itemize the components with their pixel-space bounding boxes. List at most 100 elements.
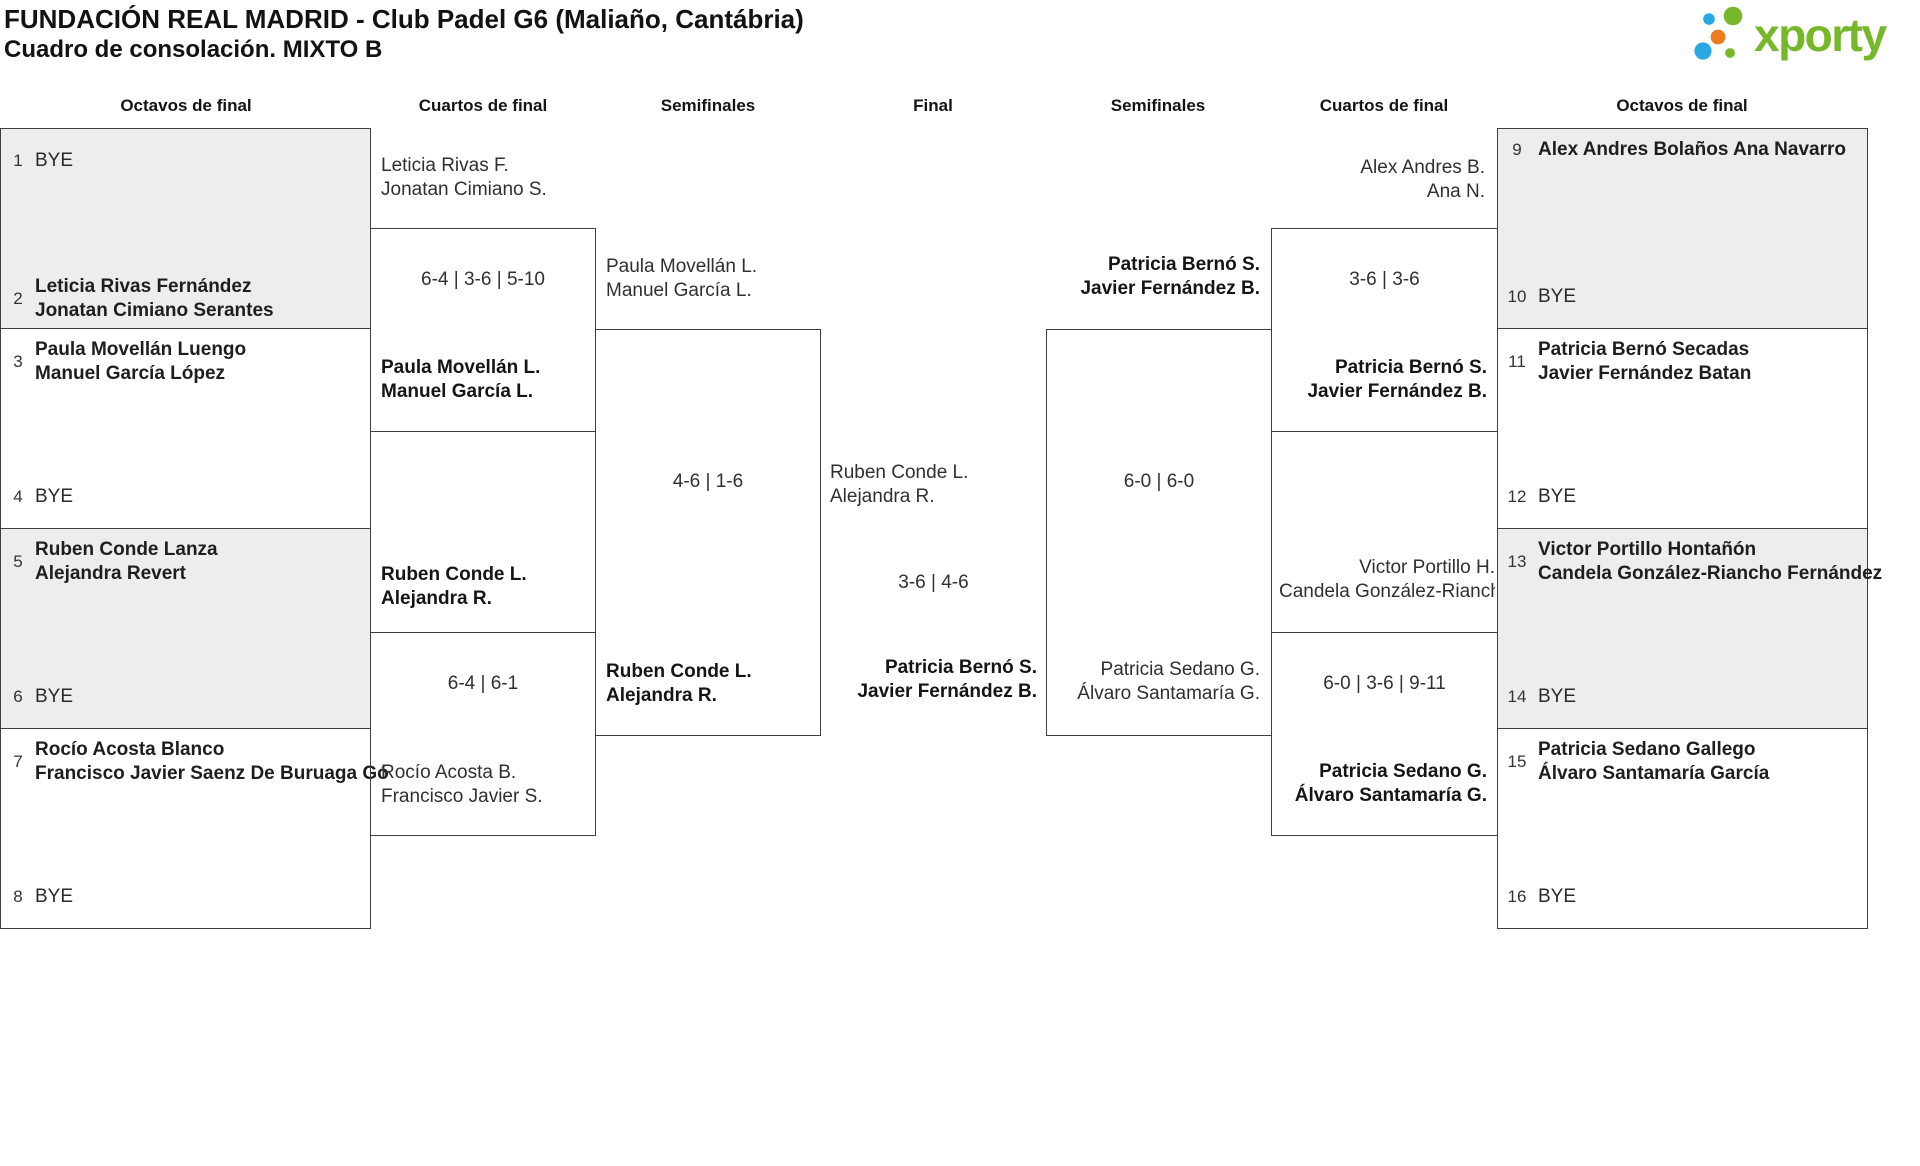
player-name: Manuel García L.	[381, 381, 534, 402]
player-name: Candela González-Riancho Fernández	[1538, 562, 1883, 584]
round-header-semis-left: Semifinales	[660, 96, 756, 115]
seed-row-6: 6 BYE	[1, 685, 370, 709]
bracket-box-qf-right-1	[1271, 228, 1498, 432]
match-qf-left1-team1: Leticia Rivas F. Jonatan Cimiano S.	[381, 154, 593, 202]
match-sf-right-team2: Patricia Sedano G. Álvaro Santamaría G.	[1030, 658, 1260, 706]
player-name: Victor Portillo Hontañón	[1538, 539, 1757, 560]
seed-number: 12	[1507, 486, 1527, 506]
player-name: Alejandra R.	[381, 588, 492, 609]
seed-row-2: 2 Leticia Rivas Fernández Jonatan Cimian…	[1, 275, 370, 322]
team-name: BYE	[35, 886, 74, 907]
player-name: Leticia Rivas F.	[381, 155, 509, 176]
seed-number: 1	[13, 150, 23, 170]
logo-dot-green-small	[1725, 48, 1735, 58]
seed-number: 15	[1507, 751, 1527, 771]
seed-row-1: 1 BYE	[1, 149, 370, 173]
round-header-cuartos-left: Cuartos de final	[418, 96, 548, 115]
player-name: Patricia Bernó S.	[1107, 254, 1260, 275]
team-name: BYE	[1538, 686, 1577, 707]
player-name: Ana Navarro	[1732, 139, 1846, 160]
match-final-team2-winner: Patricia Bernó S. Javier Fernández B.	[800, 656, 1037, 704]
bracket-section: 9 Alex Andres Bolaños Ana Navarro 10 BYE	[1497, 128, 1868, 329]
player-name: Victor Portillo H.	[1359, 557, 1495, 578]
bracket-box-qf-right-2	[1271, 632, 1498, 836]
player-name: Manuel García López	[35, 362, 226, 384]
bracket-section: 3 Paula Movellán Luengo Manuel García Ló…	[0, 328, 371, 529]
player-name: Paula Movellán L.	[381, 357, 541, 378]
bracket-section: 1 BYE 2 Leticia Rivas Fernández Jonatan …	[0, 128, 371, 329]
bracket-section: 5 Ruben Conde Lanza Alejandra Revert 6 B…	[0, 528, 371, 729]
match-qf-left2-team1-winner: Ruben Conde L. Alejandra R.	[381, 563, 593, 611]
round-header-octavos-left: Octavos de final	[120, 96, 252, 115]
player-name: Ruben Conde Lanza	[35, 539, 218, 560]
round-header-cuartos-right: Cuartos de final	[1319, 96, 1449, 115]
seed-number: 11	[1508, 351, 1526, 371]
seed-number: 10	[1507, 286, 1527, 306]
player-name: Javier Fernández B.	[857, 681, 1037, 702]
seed-number: 7	[13, 751, 23, 771]
seed-number: 3	[13, 351, 23, 371]
match-sf-right-team1-winner: Patricia Bernó S. Javier Fernández B.	[1030, 253, 1260, 301]
match-qf-left1-score: 6-4 | 3-6 | 5-10	[421, 269, 545, 290]
logo-dot-green-big	[1723, 6, 1743, 26]
player-name: Alex Andres B.	[1360, 157, 1485, 178]
player-name: Javier Fernández B.	[1307, 381, 1487, 402]
player-name: Alejandra R.	[606, 685, 717, 706]
player-name: Álvaro Santamaría G.	[1294, 785, 1487, 806]
seed-row-12: 12 BYE	[1498, 485, 1867, 509]
player-name: Alejandra R.	[830, 486, 935, 507]
team-name: BYE	[1538, 286, 1577, 307]
page-title: FUNDACIÓN REAL MADRID - Club Padel G6 (M…	[4, 4, 804, 34]
team-name: BYE	[1538, 886, 1577, 907]
bracket-section: 7 Rocío Acosta Blanco Francisco Javier S…	[0, 728, 389, 929]
match-qf-left2-team2: Rocío Acosta B. Francisco Javier S.	[381, 761, 593, 809]
match-qf-left1-team2-winner: Paula Movellán L. Manuel García L.	[381, 356, 593, 404]
player-name: Patricia Sedano Gallego	[1538, 739, 1756, 760]
player-name: Ruben Conde L.	[830, 462, 969, 483]
seed-number: 13	[1507, 551, 1527, 571]
page-subtitle: Cuadro de consolación. MIXTO B	[4, 36, 383, 63]
match-sf-right-score: 6-0 | 6-0	[1123, 471, 1195, 492]
match-sf-left-team2-winner: Ruben Conde L. Alejandra R.	[606, 660, 818, 708]
octavos-column-left: 1 BYE 2 Leticia Rivas Fernández Jonatan …	[0, 128, 389, 929]
player-name: Álvaro Santamaría García	[1538, 762, 1770, 784]
player-name: Javier Fernández Batan	[1538, 362, 1752, 384]
seed-row-16: 16 BYE	[1498, 885, 1867, 909]
player-name: Patricia Bernó Secadas	[1538, 339, 1750, 360]
match-sf-left-score: 4-6 | 1-6	[672, 471, 744, 492]
team-name: BYE	[1538, 486, 1577, 507]
team-name: BYE	[35, 486, 74, 507]
xporty-logo: xporty	[1694, 6, 1889, 61]
team-name: BYE	[35, 150, 74, 171]
seed-row-14: 14 BYE	[1498, 685, 1867, 709]
match-qf-right1-team1: Alex Andres B. Ana N.	[1255, 156, 1485, 204]
player-name: Jonatan Cimiano Serantes	[35, 299, 274, 321]
player-name: Patricia Bernó S.	[1334, 357, 1487, 378]
seed-number: 6	[13, 686, 23, 706]
bracket-section: 11 Patricia Bernó Secadas Javier Fernánd…	[1497, 328, 1868, 529]
match-qf-right1-team2-winner: Patricia Bernó S. Javier Fernández B.	[1257, 356, 1487, 404]
player-name: Alejandra Revert	[35, 562, 187, 584]
logo-dot-blue-big	[1694, 42, 1712, 60]
seed-number: 16	[1507, 886, 1527, 906]
player-name: Paula Movellán L.	[606, 256, 758, 277]
match-qf-right2-team1: Victor Portillo H. Candela González-Rian…	[1279, 556, 1495, 604]
player-name: Francisco Javier Saenz De Buruaga Gó	[35, 762, 389, 784]
player-name: Rocío Acosta B.	[381, 762, 517, 783]
player-name: Candela González-Riancho Fernández	[1279, 581, 1495, 602]
seed-row-10: 10 BYE	[1498, 285, 1867, 309]
seed-row-8: 8 BYE	[1, 885, 370, 909]
player-name: Javier Fernández B.	[1080, 278, 1260, 299]
seed-row-4: 4 BYE	[1, 485, 370, 509]
match-final-team1: Ruben Conde L. Alejandra R.	[830, 461, 1040, 509]
match-qf-left2-score: 6-4 | 6-1	[447, 673, 519, 694]
seed-row-11: 11 Patricia Bernó Secadas Javier Fernánd…	[1498, 338, 1867, 385]
player-name: Patricia Sedano G.	[1319, 761, 1487, 782]
logo-dot-blue-small	[1703, 13, 1715, 25]
seed-row-3: 3 Paula Movellán Luengo Manuel García Ló…	[1, 338, 370, 385]
match-qf-right1-score: 3-6 | 3-6	[1349, 269, 1420, 290]
seed-row-13: 13 Victor Portillo Hontañón Candela Gonz…	[1498, 538, 1883, 585]
match-qf-right2-score: 6-0 | 3-6 | 9-11	[1323, 673, 1446, 694]
round-header-final: Final	[913, 96, 953, 115]
